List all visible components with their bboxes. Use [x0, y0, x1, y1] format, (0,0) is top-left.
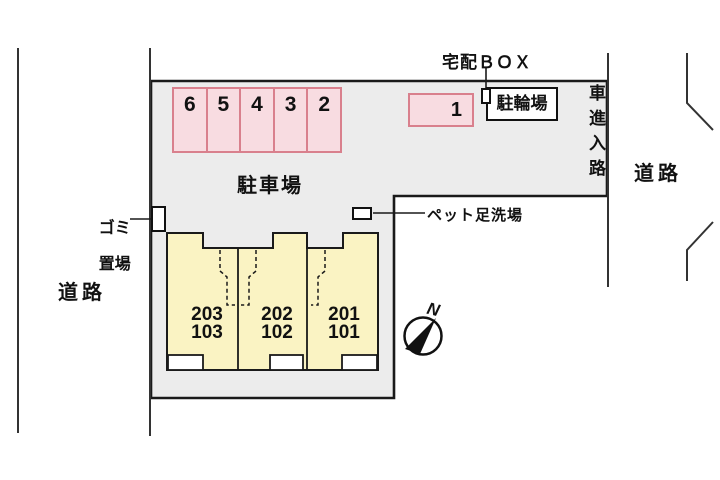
parking-stall-row: 6 5 4 3 2: [172, 87, 342, 153]
unit-102: 102: [261, 322, 293, 343]
unit-202: 202: [261, 304, 293, 325]
parking-area-label: 駐車場: [237, 175, 303, 197]
pet-wash-icon: [352, 207, 372, 220]
entrance-porch-203: [167, 354, 204, 371]
garbage-area-label-line2: 置場: [98, 256, 131, 273]
road-corner-mark-top: [686, 53, 714, 131]
garbage-box-icon: [151, 206, 166, 232]
garbage-area-label: ゴミ 置場: [81, 202, 131, 292]
parking-stall-2: 2: [306, 87, 342, 153]
road-label-left: 道路: [58, 282, 106, 304]
parking-stall-1: 1: [408, 93, 474, 127]
compass-icon: [403, 316, 443, 356]
entrance-porch-202: [269, 354, 304, 371]
road-corner-mark-bottom: [686, 221, 714, 281]
entry-dashed-line-202: [241, 250, 257, 306]
garbage-area-label-line1: ゴミ: [98, 220, 131, 237]
car-entry-path-label: 車進入路: [586, 84, 605, 184]
unit-101: 101: [328, 322, 360, 343]
bicycle-parking-box: 駐輪場: [486, 87, 558, 121]
delivery-box-icon: [481, 88, 491, 104]
entry-dashed-line-203: [219, 250, 235, 306]
road-label-right: 道路: [634, 163, 682, 185]
parking-stall-3: 3: [272, 87, 309, 153]
unit-label-203-103: 203 103: [175, 304, 239, 343]
unit-103: 103: [191, 322, 223, 343]
unit-label-202-102: 202 102: [245, 304, 309, 343]
parking-stall-4: 4: [239, 87, 275, 153]
parking-stall-5: 5: [205, 87, 242, 153]
entrance-porch-201: [341, 354, 378, 371]
parking-stall-6: 6: [172, 87, 208, 153]
delivery-box-label: 宅配ＢＯＸ: [442, 53, 532, 72]
entry-dashed-line-201: [311, 250, 326, 306]
unit-203: 203: [191, 304, 223, 325]
unit-label-201-101: 201 101: [312, 304, 376, 343]
unit-201: 201: [328, 304, 360, 325]
pet-wash-label: ペット足洗場: [427, 207, 524, 224]
building-outline: [166, 232, 379, 371]
